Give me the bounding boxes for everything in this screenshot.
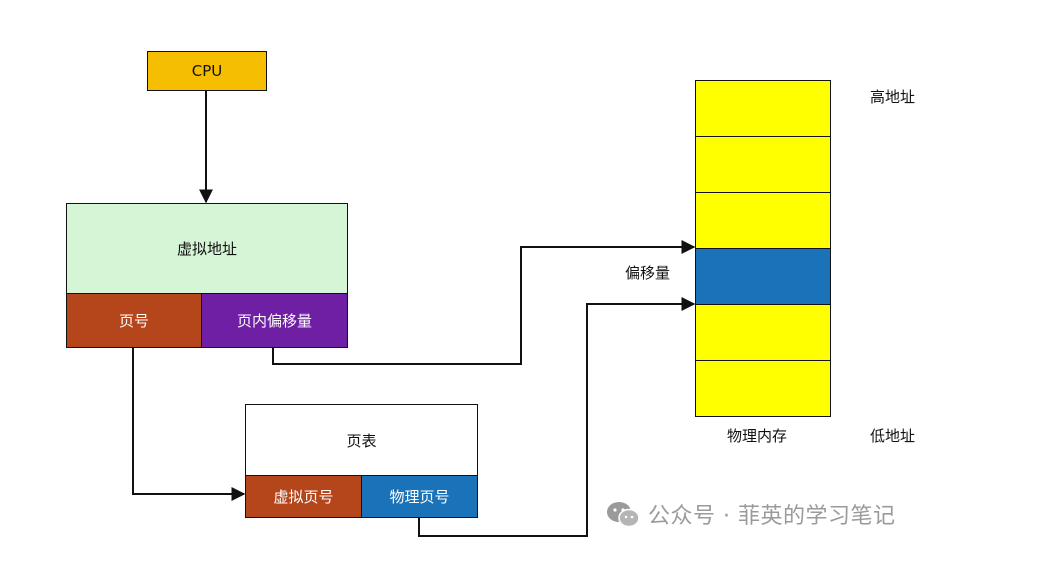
physical-memory-label: 物理内存: [727, 427, 788, 445]
offset-to-memory-arrow: [272, 240, 696, 365]
page-offset-box: 页内偏移量: [201, 293, 348, 348]
physical-memory-column: [695, 80, 831, 417]
page-number-box: 页号: [66, 293, 202, 348]
cpu-box: CPU: [147, 51, 267, 91]
low-address-label: 低地址: [870, 427, 916, 445]
virtual-address-box: 虚拟地址: [66, 203, 348, 294]
memory-cell: [695, 360, 831, 417]
memory-cell: [695, 136, 831, 193]
watermark-text: 公众号 · 菲英的学习笔记: [648, 504, 896, 529]
page-offset-label: 页内偏移量: [236, 312, 312, 330]
page-table-box: 页表: [245, 404, 478, 476]
memory-cell: [695, 304, 831, 361]
virtual-page-number-label: 虚拟页号: [273, 488, 334, 506]
high-address-label: 高地址: [870, 88, 916, 106]
page-table-label: 页表: [346, 431, 377, 450]
wechat-icon: [607, 502, 640, 528]
memory-cell: [695, 80, 831, 137]
memory-cell: [695, 192, 831, 249]
page-number-label: 页号: [118, 312, 149, 330]
offset-label: 偏移量: [625, 264, 671, 282]
cpu-label: CPU: [191, 62, 223, 80]
virtual-page-number-box: 虚拟页号: [245, 475, 362, 518]
watermark: 公众号 · 菲英的学习笔记: [606, 498, 895, 530]
virtual-address-label: 虚拟地址: [176, 240, 237, 258]
physical-page-number-box: 物理页号: [361, 475, 478, 518]
physical-page-number-label: 物理页号: [389, 488, 450, 506]
physical-page-to-memory-arrow: [418, 297, 696, 537]
page-number-to-page-table-arrow: [132, 348, 246, 501]
memory-cell-offset: [695, 248, 831, 305]
